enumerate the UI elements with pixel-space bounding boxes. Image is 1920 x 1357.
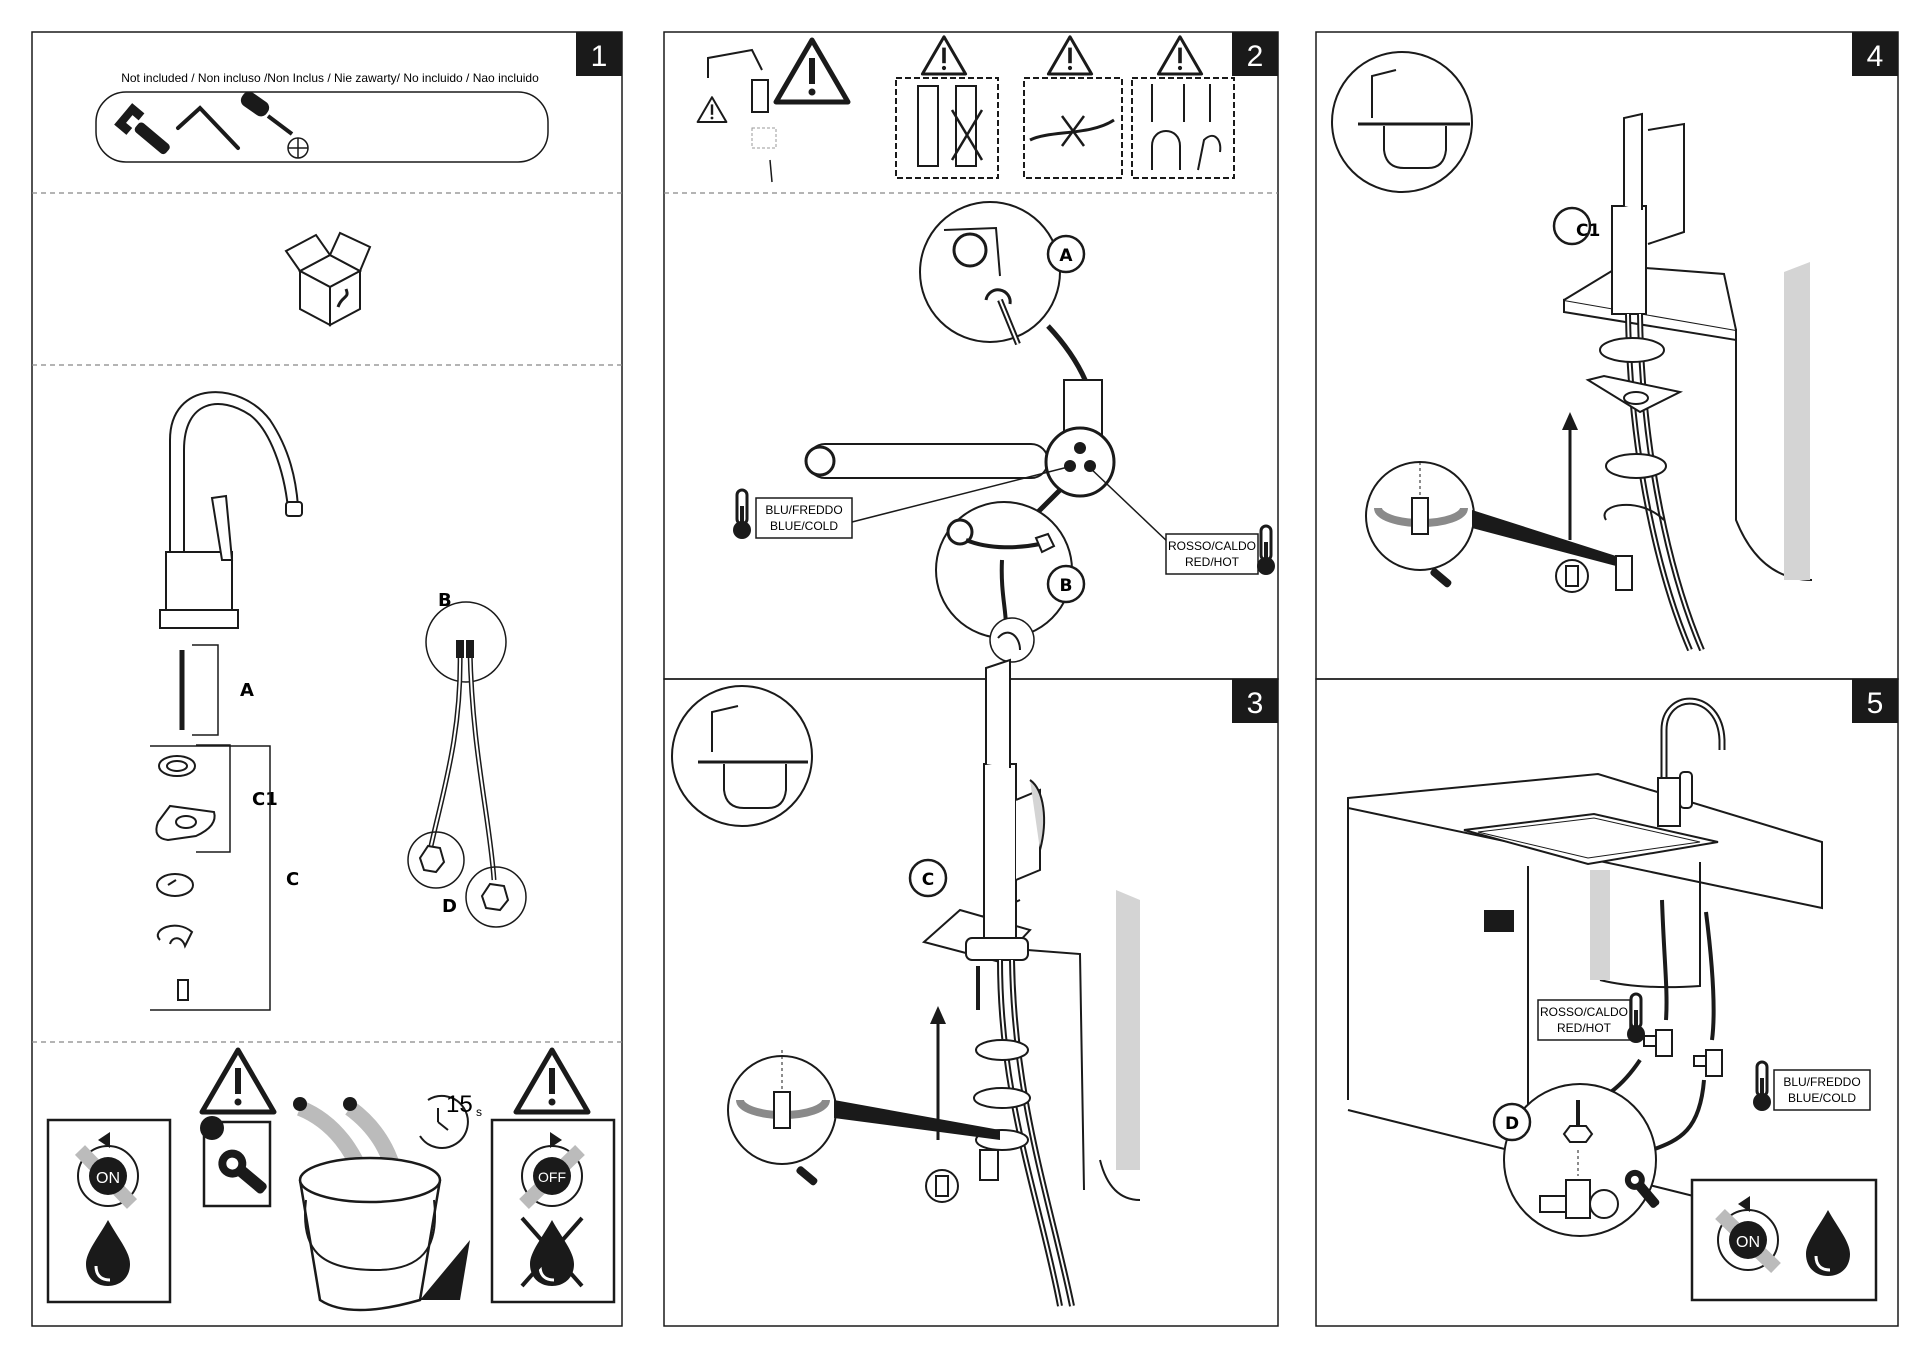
tighten-icon (925, 1169, 959, 1203)
part-b-label: B (438, 590, 452, 611)
thermometer-icon (1625, 992, 1647, 1045)
label-b: B (1060, 576, 1073, 596)
angle-valve-cold (1693, 1049, 1723, 1077)
hose-warning-2 (1023, 35, 1123, 179)
part-c-label: C (286, 869, 299, 890)
hot-label-p5: ROSSO/CALDO RED/HOT (1537, 992, 1647, 1045)
warning-icon (202, 1050, 274, 1112)
wrench-icon (1624, 1169, 1660, 1208)
wrench-icon (1430, 568, 1452, 588)
step-number: 3 (1247, 687, 1264, 720)
svg-text:RED/HOT: RED/HOT (1185, 555, 1240, 569)
warning-icon (696, 96, 728, 124)
part-d-label: D (442, 896, 457, 917)
panel-5: 5 ROSSO/CALDO RED/HOT (1315, 678, 1899, 1327)
svg-text:BLU/FREDDO: BLU/FREDDO (765, 503, 842, 517)
wrench-icon (796, 1166, 818, 1186)
warning-icon (776, 40, 848, 102)
hose-warning-1 (895, 35, 999, 179)
svg-text:BLU/FREDDO: BLU/FREDDO (1783, 1075, 1860, 1089)
no-water-icon (520, 1216, 584, 1288)
cold-label-p2: BLU/FREDDO BLUE/COLD (731, 488, 853, 541)
angle-valve-hot (1643, 1029, 1673, 1057)
rotate-icon (984, 288, 1012, 305)
faucet-illustration (159, 391, 303, 629)
svg-text:OFF: OFF (538, 1169, 566, 1185)
tighten-icon (1555, 559, 1589, 593)
svg-text:ON: ON (1736, 1234, 1760, 1251)
svg-text:ON: ON (96, 1170, 120, 1187)
step-number: 5 (1867, 687, 1884, 720)
hot-label-p2: ROSSO/CALDO RED/HOT (1165, 524, 1277, 577)
thermometer-icon (1751, 1060, 1773, 1113)
valve-on-icon: ON (74, 1132, 139, 1209)
hose-warning-3 (1131, 35, 1235, 179)
svg-text:BLUE/COLD: BLUE/COLD (770, 519, 838, 533)
sink-inset-circle (1331, 51, 1473, 193)
parts-c-group (155, 755, 216, 1001)
panel-1: 1 Not included / Non incluso /Non Inclus… (31, 31, 623, 1327)
tools-box (95, 91, 549, 163)
thermometer-icon (1255, 524, 1277, 577)
svg-text:RED/HOT: RED/HOT (1557, 1021, 1612, 1035)
detail-a-circle (919, 201, 1061, 343)
valve-off-icon: OFF (519, 1132, 585, 1210)
valve-on-icon: ON (1715, 1196, 1781, 1274)
svg-text:BLUE/COLD: BLUE/COLD (1788, 1091, 1856, 1105)
svg-text:s: s (476, 1105, 482, 1119)
wrench-icon (218, 1149, 267, 1194)
allen-key-icon (176, 105, 240, 150)
cold-label-p5: BLU/FREDDO BLUE/COLD (1751, 1060, 1871, 1113)
box-icon (284, 231, 372, 327)
svg-text:ROSSO/CALDO: ROSSO/CALDO (1168, 539, 1256, 553)
warning-icon (516, 1050, 588, 1112)
step-number: 1 (591, 40, 608, 73)
sink-inset-circle (671, 685, 813, 827)
label-a: A (1059, 246, 1073, 266)
step-number: 2 (1247, 40, 1264, 73)
label-c: C (922, 870, 934, 890)
label-d: D (1505, 1114, 1519, 1134)
screwdriver-icon (240, 91, 309, 159)
panel-3: 3 C (663, 658, 1279, 1327)
thermometer-icon (731, 488, 753, 541)
timer-icon: 15 s (419, 1091, 482, 1149)
step-number: 4 (1867, 40, 1884, 73)
wrench-icon (114, 103, 170, 155)
svg-text:15: 15 (446, 1091, 473, 1118)
not-included-caption: Not included / Non incluso /Non Inclus /… (121, 71, 539, 85)
step-badge (576, 32, 622, 76)
panel-4: 4 C1 (1315, 31, 1899, 680)
bucket-illustration (293, 1097, 470, 1312)
part-a-label: A (240, 680, 254, 701)
part-c1-label: C1 (252, 789, 278, 810)
panel-2: 2 (663, 31, 1279, 680)
svg-text:ROSSO/CALDO: ROSSO/CALDO (1540, 1005, 1628, 1019)
